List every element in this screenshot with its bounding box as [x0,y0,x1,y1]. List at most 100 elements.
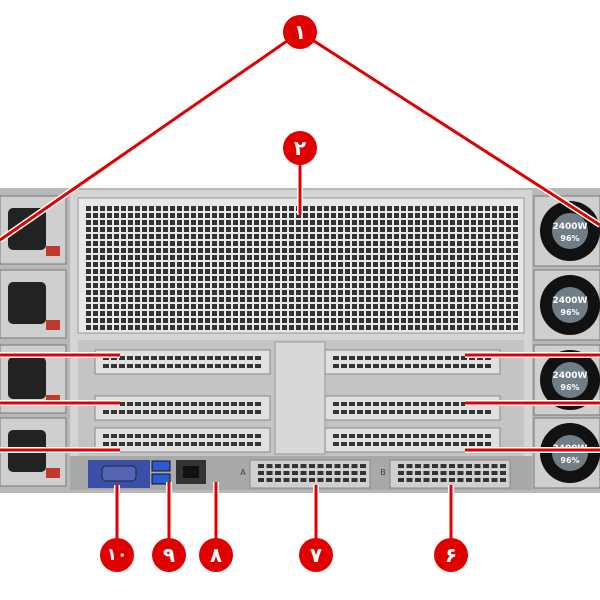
grill-hole [114,311,119,316]
grill-hole [163,276,168,281]
grill-hole [177,220,182,225]
grill-hole [478,213,483,218]
grill-hole [261,311,266,316]
grill-hole [121,213,126,218]
pcie-slot-cover[interactable] [324,395,501,421]
grill-hole [387,297,392,302]
slot-vent [255,364,261,368]
grill-hole [373,234,378,239]
slot-vent [255,410,261,414]
grill-hole [380,255,385,260]
bay-vent [432,471,438,475]
grill-hole [471,283,476,288]
grill-hole [331,297,336,302]
grill-hole [506,255,511,260]
usb-port-1[interactable] [151,460,171,472]
grill-hole [450,227,455,232]
grill-hole [380,304,385,309]
bay-vent [406,471,413,475]
grill-hole [107,206,112,211]
grill-hole [107,248,112,253]
grill-hole [135,304,140,309]
grill-hole [212,276,217,281]
grill-hole [317,234,322,239]
grill-hole [387,262,392,267]
grill-hole [513,297,518,302]
grill-hole [268,304,273,309]
svg-text:۲: ۲ [294,136,306,160]
grill-hole [457,269,462,274]
grill-hole [429,213,434,218]
grill-hole [268,297,273,302]
grill-hole [345,262,350,267]
grill-hole [226,241,231,246]
grill-hole [128,241,133,246]
slot-vent [333,442,339,446]
grill-hole [240,311,245,316]
slot-vent [437,442,443,446]
grill-hole [464,234,469,239]
grill-hole [401,248,406,253]
grill-hole [380,227,385,232]
slot-vent [135,434,141,438]
grill-hole [240,290,245,295]
release-latch[interactable] [46,468,60,478]
grill-hole [226,290,231,295]
grill-hole [310,241,315,246]
grill-hole [184,234,189,239]
psu-wattage-label: 2400W [553,222,588,232]
grill-hole [352,290,357,295]
grill-hole [198,206,203,211]
slot-vent [477,410,483,414]
grill-hole [114,206,119,211]
fan-grill [86,206,518,330]
grill-hole [387,283,392,288]
grill-hole [268,318,273,323]
grill-hole [149,283,154,288]
grill-hole [114,304,119,309]
grill-hole [135,311,140,316]
pcie-slot-cover[interactable] [94,395,271,421]
bay-vent [300,478,307,482]
grill-hole [506,234,511,239]
slot-vent [239,402,245,406]
grill-hole [429,297,434,302]
grill-hole [324,213,329,218]
slot-vent [199,356,205,360]
grill-hole [513,276,518,281]
grill-hole [240,241,245,246]
grill-hole [177,248,182,253]
grill-hole [485,318,490,323]
grill-hole [310,227,315,232]
pcie-slot-cover[interactable] [94,349,271,375]
grill-hole [177,206,182,211]
grill-hole [373,290,378,295]
release-latch[interactable] [46,320,60,330]
slot-vent [429,356,435,360]
grill-hole [352,318,357,323]
grill-hole [436,213,441,218]
bay-vent [317,478,324,482]
grill-hole [478,325,483,330]
slot-vent [381,434,387,438]
grill-hole [128,325,133,330]
grill-hole [331,241,336,246]
grill-hole [415,220,420,225]
grill-hole [359,248,364,253]
slot-vent [159,442,165,446]
grill-hole [499,297,504,302]
grill-hole [415,297,420,302]
grill-hole [394,206,399,211]
power-inlet-icon [8,208,46,250]
grill-hole [436,325,441,330]
grill-hole [324,220,329,225]
grill-hole [268,283,273,288]
grill-hole [478,255,483,260]
slot-vent [247,434,253,438]
grill-hole [436,269,441,274]
pcie-slot-cover[interactable] [94,427,271,453]
usb-port-2[interactable] [151,473,171,485]
release-latch[interactable] [46,246,60,256]
slot-vent [231,434,237,438]
grill-hole [163,234,168,239]
